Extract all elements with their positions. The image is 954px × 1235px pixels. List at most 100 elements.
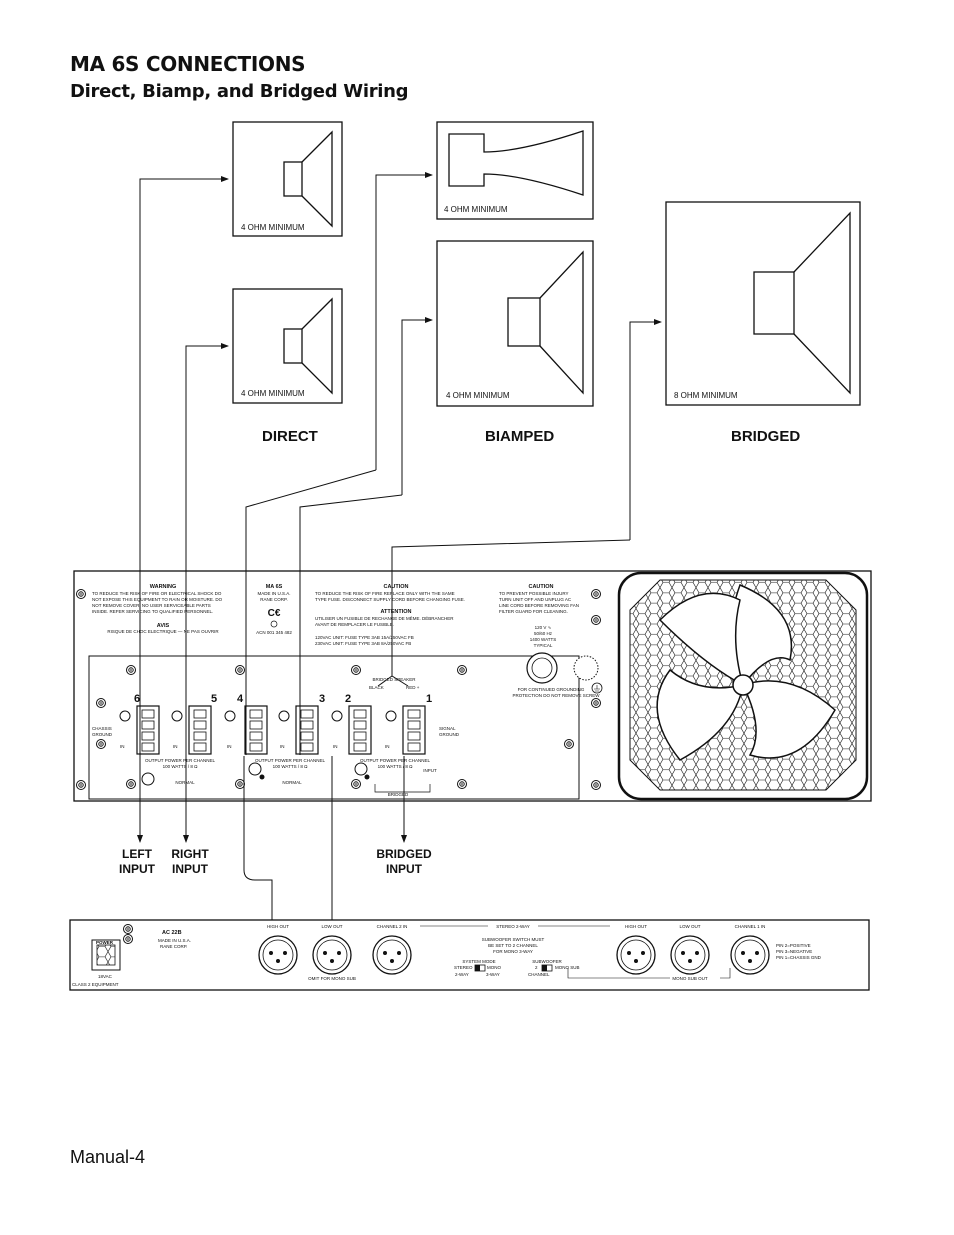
output-power-title: OUTPUT POWER PER CHANNEL [360, 758, 430, 763]
mono-sub-label: MONO SUB [555, 965, 580, 970]
right-input-label-2: INPUT [172, 862, 209, 876]
normal-label: NORMAL [282, 780, 302, 785]
power-label: POWER [96, 940, 114, 945]
sub-note-3: FOR MONO 3-WAY [493, 949, 533, 954]
channel-2-in-label: CHANNEL 2 IN [377, 924, 408, 929]
red-label: RED + [406, 685, 420, 690]
caution2-line-3: LINE CORD BEFORE REMOVING FAN [499, 603, 579, 608]
input-wires [137, 756, 407, 926]
power-rating-2: 50/60 Hz [534, 631, 553, 636]
channel-4-label: 4 [237, 693, 244, 705]
output-power-line: 100 WATTS / 8 Ω [378, 764, 414, 769]
channel-3-label: 3 [319, 693, 325, 705]
speaker-biamp-woofer: 4 OHM MINIMUM [436, 240, 594, 407]
two-label: 2 [535, 965, 538, 970]
low-out-1-label: LOW OUT [680, 924, 701, 929]
crossover-maker: RANE CORP. [160, 944, 187, 949]
mono-label: MONO [487, 965, 501, 970]
subwoofer-label: SUBWOOFER [532, 959, 562, 964]
right-input-label: RIGHT [171, 847, 209, 861]
system-mode-label: SYSTEM MODE [462, 959, 495, 964]
in-label: IN [280, 744, 285, 749]
grounding-line-2: PROTECTION DO NOT REMOVE SCREW [513, 693, 601, 698]
chassis-ground-2: GROUND [92, 732, 113, 737]
fuse-230: 230VAC UNIT: FUSE TYPE 3AB 8A/250VAC FB [315, 641, 411, 646]
amp-acn: ACN 001 345 482 [256, 630, 292, 635]
channel-1-in-label: CHANNEL 1 IN [735, 924, 766, 929]
speaker-terminal-block[interactable] [136, 705, 426, 755]
channel-6-label: 6 [134, 693, 140, 705]
amp-made-in: MADE IN U.S.A. [257, 591, 290, 596]
power-rating-3: 1400 WATTS [530, 637, 557, 642]
stereo-label: STEREO [454, 965, 473, 970]
avis-title: AVIS [157, 623, 170, 629]
section-direct: DIRECT [262, 428, 318, 445]
speaker-impedance-label: 4 OHM MINIMUM [446, 391, 510, 400]
channel-2-label: 2 [345, 693, 351, 705]
speaker-impedance-label: 4 OHM MINIMUM [241, 389, 305, 398]
section-bridged: BRIDGED [731, 428, 800, 445]
page-title: MA 6S CONNECTIONS [70, 52, 306, 76]
pin-1-label: PIN 1=CHASSIS GND [776, 955, 822, 960]
gain-knob-icon[interactable] [119, 710, 397, 722]
sub-note-2: BE SET TO 2 CHANNEL [488, 943, 538, 948]
high-out-2-label: HIGH OUT [267, 924, 289, 929]
channel-label: CHANNEL [528, 972, 550, 977]
speaker-biamp-horn: 4 OHM MINIMUM [436, 121, 594, 220]
stereo-2way-label: STEREO 2-WAY [496, 924, 530, 929]
bridged-input-label: BRIDGED [376, 847, 432, 861]
output-power-line: 100 WATTS / 8 Ω [273, 764, 309, 769]
grounding-line-1: FOR CONTINUED GROUNDING [518, 687, 585, 692]
channel-1-label: 1 [426, 693, 432, 705]
fuse-holder-icon [526, 652, 558, 684]
power-rating-4: TYPICAL [534, 643, 553, 648]
screw-icon [123, 934, 133, 944]
speaker-impedance-label: 4 OHM MINIMUM [444, 205, 508, 214]
amp-model: MA 6S [266, 584, 283, 590]
ce-mark-icon: C€ [268, 608, 281, 619]
speaker-direct-bottom: 4 OHM MINIMUM [232, 288, 343, 404]
caution-line-2: TYPE FUSE. DISCONNECT SUPPLY CORD BEFORE… [315, 597, 465, 602]
power-rating-1: 120 V ∿ [535, 625, 552, 630]
bridged-speaker-label: BRIDGED SPEAKER [372, 677, 416, 682]
signal-ground-2: GROUND [439, 732, 460, 737]
attention-line-2: AVANT DE REMPLACER LE FUSIBLE. [315, 622, 394, 627]
input-jack-icon[interactable] [141, 772, 155, 786]
left-input-label: LEFT [122, 847, 153, 861]
input-jack-icon[interactable] [248, 762, 262, 776]
high-out-1-label: HIGH OUT [625, 924, 647, 929]
left-input-label-2: INPUT [119, 862, 156, 876]
page-subtitle: Direct, Biamp, and Bridged Wiring [70, 81, 409, 102]
output-power-line: 100 WATTS / 8 Ω [163, 764, 199, 769]
warning-title: WARNING [150, 584, 177, 590]
omit-note: OMIT FOR MONO SUB [308, 976, 356, 981]
pin-3-label: PIN 3=NEGATIVE [776, 949, 812, 954]
low-out-2-label: LOW OUT [322, 924, 343, 929]
bridged-label: BRIDGED [388, 792, 409, 797]
class2-label: CLASS 2 EQUIPMENT [72, 982, 119, 987]
input-jack-icon[interactable] [354, 762, 368, 776]
three-way-label: 3-WAY [486, 972, 500, 977]
crossover-rear-panel: POWER 18VAC CLASS 2 EQUIPMENT AC 22B MAD… [69, 919, 870, 991]
amp-maker: RANE CORP. [260, 597, 287, 602]
pin-2-label: PIN 2=POSITIVE [776, 943, 811, 948]
black-label: BLACK [369, 685, 384, 690]
crossover-made-in: MADE IN U.S.A. [158, 938, 191, 943]
mono-sub-out-label: MONO SUB OUT [672, 976, 708, 981]
speaker-bridged: 8 OHM MINIMUM [665, 201, 861, 406]
warning-line-3: NOT REMOVE COVER. NO USER SERVICEABLE PA… [92, 603, 211, 608]
attention-title: ATTENTION [380, 609, 411, 615]
caution-title: CAUTION [383, 584, 408, 590]
speaker-impedance-label: 4 OHM MINIMUM [241, 223, 305, 232]
input-label: INPUT [423, 768, 437, 773]
caution2-line-4: FILTER GUARD FOR CLEANING. [499, 609, 568, 614]
caution-line-1: TO REDUCE THE RISK OF FIRE REPLACE ONLY … [315, 591, 455, 596]
speaker-wires [139, 172, 662, 840]
fan-grille [617, 571, 869, 801]
in-label: IN [173, 744, 178, 749]
in-label: IN [120, 744, 125, 749]
avis-text: RISQUE DE CHOC ELECTRIQUE — NE PAS OUVRI… [107, 629, 219, 634]
speaker-impedance-label: 8 OHM MINIMUM [674, 391, 738, 400]
output-power-title: OUTPUT POWER PER CHANNEL [145, 758, 215, 763]
